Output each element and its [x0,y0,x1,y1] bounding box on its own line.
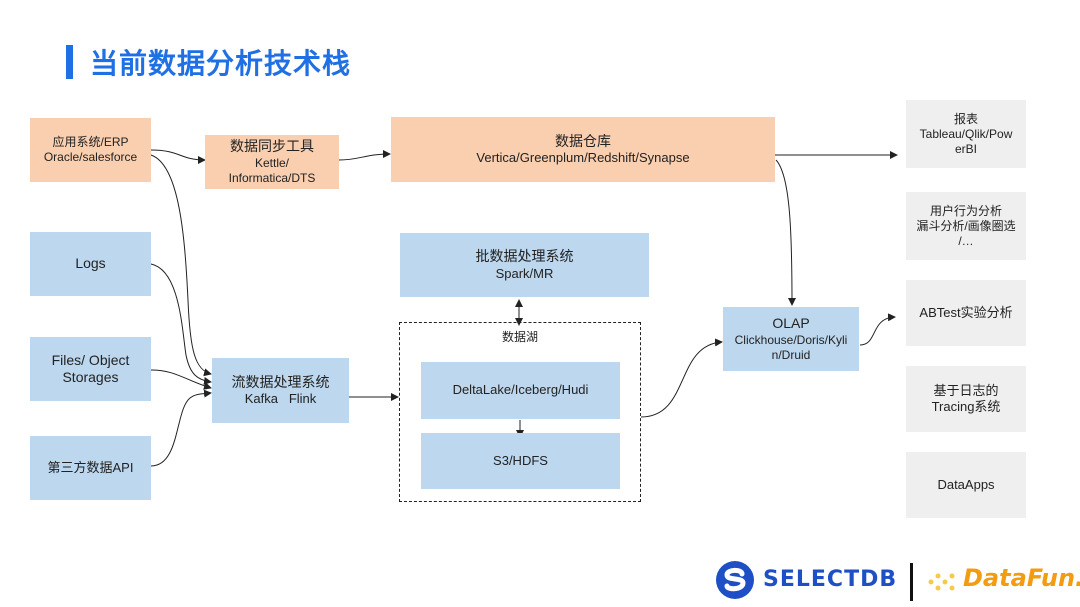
stream-title: 流数据处理系统 [231,373,330,390]
data-lake-label: 数据湖 [501,330,538,344]
title-accent-bar [66,45,73,79]
batch-box: 批数据处理系统 Spark/MR [400,233,649,297]
lake-storage-label: S3/HDFS [493,452,548,468]
source-logs-box: Logs [30,232,151,296]
output-report-line3: erBI [954,141,977,156]
data-lake-container [399,322,641,502]
source-api-label: 第三方数据API [47,459,134,475]
output-abtest-box: ABTest实验分析 [906,280,1026,346]
source-erp-line2: Oracle/salesforce [43,150,138,164]
output-behavior-line1: 用户行为分析 [929,203,1002,218]
lake-storage-box: S3/HDFS [421,433,620,489]
source-api-box: 第三方数据API [30,436,151,500]
batch-title: 批数据处理系统 [475,248,574,265]
lake-format-box: DeltaLake/Iceberg/Hudi [421,362,620,419]
output-behavior-line3: /… [958,233,974,248]
output-report-line2: Tableau/Qlik/Pow [919,126,1013,141]
source-files-line1: Files/ Object [51,351,130,368]
batch-sub: Spark/MR [495,265,554,281]
sync-tool-title: 数据同步工具 [230,138,314,155]
lake-format-label: DeltaLake/Iceberg/Hudi [452,382,589,398]
stream-sub: Kafka Flink [244,391,317,407]
source-erp-line1: 应用系统/ERP [52,135,129,149]
datafun-logo-icon [928,573,955,591]
output-behavior-box: 用户行为分析 漏斗分析/画像圈选 /… [906,192,1026,260]
warehouse-sub: Vertica/Greenplum/Redshift/Synapse [476,150,690,166]
output-tracing-box: 基于日志的 Tracing系统 [906,366,1026,432]
logo-divider [910,563,913,601]
source-erp-box: 应用系统/ERP Oracle/salesforce [30,118,151,182]
source-files-line2: Storages [62,369,119,385]
output-report-box: 报表 Tableau/Qlik/Pow erBI [906,100,1026,168]
page-title: 当前数据分析技术栈 [90,47,352,80]
selectdb-logo-icon [716,561,754,599]
sync-tool-line2: Informatica/DTS [228,170,316,185]
stream-box: 流数据处理系统 Kafka Flink [212,358,349,423]
sync-tool-box: 数据同步工具 Kettle/ Informatica/DTS [205,135,339,189]
olap-title: OLAP [772,315,810,332]
output-tracing-line2: Tracing系统 [931,399,1001,414]
output-report-line1: 报表 [953,111,978,126]
sync-tool-line1: Kettle/ [254,155,290,170]
output-abtest-label: ABTest实验分析 [919,304,1013,320]
olap-line2: n/Druid [771,347,811,362]
output-dataapps-label: DataApps [937,476,995,492]
source-logs-label: Logs [75,255,106,272]
output-tracing-line1: 基于日志的 [933,382,999,398]
warehouse-title: 数据仓库 [555,132,611,149]
datafun-logo-text: DataFun. [963,564,1080,592]
warehouse-box: 数据仓库 Vertica/Greenplum/Redshift/Synapse [391,117,775,182]
output-dataapps-box: DataApps [906,452,1026,518]
source-files-box: Files/ Object Storages [30,337,151,401]
olap-line1: Clickhouse/Doris/Kyli [734,332,848,347]
olap-box: OLAP Clickhouse/Doris/Kyli n/Druid [723,307,859,371]
selectdb-logo-text: SELECTDB [763,567,898,592]
output-behavior-line2: 漏斗分析/画像圈选 [916,218,1016,233]
footer-logos: SELECTDB DataFun. [715,560,1080,601]
